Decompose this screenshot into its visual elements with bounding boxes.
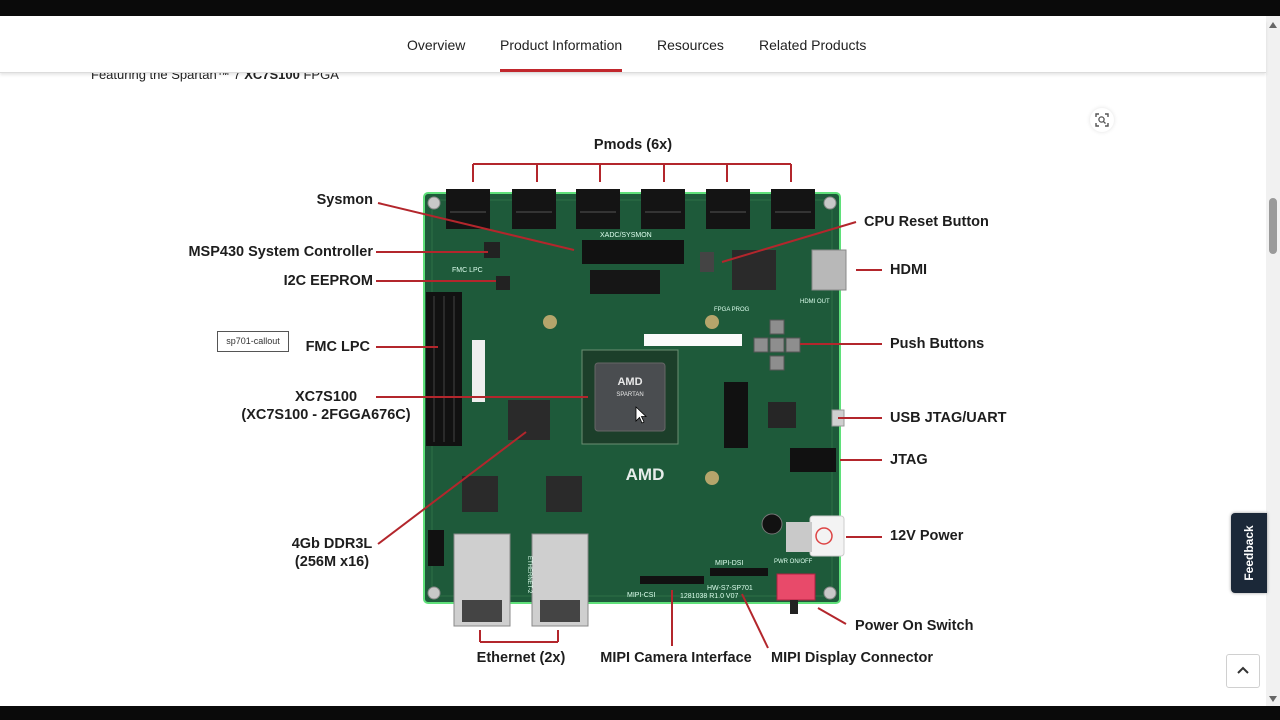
- label-jtag: JTAG: [890, 452, 928, 468]
- zoom-icon[interactable]: [1090, 108, 1114, 132]
- image-tooltip: sp701-callout: [217, 331, 289, 352]
- label-ddr: 4Gb DDR3L: [291, 536, 373, 552]
- power-switch: [776, 573, 816, 601]
- label-ethernet: Ethernet (2x): [476, 650, 566, 666]
- hdmi-port: [811, 249, 847, 291]
- silk-board-id: HW-S7-SP701: [707, 585, 753, 592]
- silk-fmc: FMC LPC: [452, 267, 483, 274]
- label-msp430: MSP430 System Controller: [188, 244, 373, 260]
- label-power-switch: Power On Switch: [855, 618, 974, 634]
- silk-mipi-csi: MIPI-CSI: [627, 592, 655, 599]
- label-fpga: XC7S100: [294, 389, 358, 405]
- label-push-buttons: Push Buttons: [890, 336, 985, 352]
- feedback-button[interactable]: Feedback: [1231, 513, 1267, 593]
- back-to-top-button[interactable]: [1226, 654, 1260, 688]
- label-12v-power: 12V Power: [890, 528, 964, 544]
- tab-related-products[interactable]: Related Products: [759, 37, 867, 53]
- label-i2c-eeprom: I2C EEPROM: [283, 273, 373, 289]
- label-ddr-size: (256M x16): [294, 554, 370, 570]
- feedback-label: Feedback: [1242, 525, 1256, 581]
- label-hdmi: HDMI: [890, 262, 928, 278]
- label-fpga-part: (XC7S100 - 2FGGA676C): [241, 407, 411, 423]
- label-mipi-camera: MIPI Camera Interface: [600, 650, 752, 666]
- pmod-connectors: [446, 189, 815, 229]
- fpga-chip: [594, 362, 666, 432]
- board-brand: AMD: [626, 465, 665, 484]
- silk-serial: 1281038 R1.0 V07: [680, 593, 738, 600]
- label-usb-jtag: USB JTAG/UART: [890, 410, 1007, 426]
- tab-overview[interactable]: Overview: [407, 37, 466, 53]
- silk-mipi-dsi: MIPI-DSI: [715, 560, 743, 567]
- chevron-up-icon: [1237, 666, 1249, 674]
- chip-family: SPARTAN: [616, 392, 643, 398]
- scroll-up-icon[interactable]: [1269, 22, 1277, 28]
- silk-hdmi: HDMI OUT: [800, 299, 830, 305]
- top-black-bar: [0, 0, 1280, 16]
- scroll-thumb[interactable]: [1269, 198, 1277, 254]
- bottom-black-bar: [0, 706, 1280, 720]
- label-sysmon: Sysmon: [316, 192, 373, 208]
- label-mipi-display: MIPI Display Connector: [771, 650, 933, 666]
- silk-fpga-prog: FPGA PROG: [714, 307, 750, 313]
- scroll-down-icon[interactable]: [1269, 696, 1277, 702]
- product-subnav: Overview Product Information Resources R…: [0, 20, 1266, 73]
- page-scrollbar[interactable]: [1266, 16, 1280, 706]
- label-fmc-lpc: FMC LPC: [305, 339, 370, 355]
- silk-xadc: XADC/SYSMON: [600, 232, 652, 239]
- silk-eth2: ETHERNET-2: [526, 556, 532, 594]
- tab-product-information[interactable]: Product Information: [500, 20, 623, 72]
- mouse-cursor-icon: [635, 406, 648, 424]
- tab-resources[interactable]: Resources: [657, 37, 724, 53]
- label-cpu-reset: CPU Reset Button: [864, 214, 989, 230]
- chip-brand: AMD: [617, 376, 642, 388]
- silk-pwr: PWR ON/OFF: [774, 559, 813, 565]
- label-pmods: Pmods (6x): [593, 137, 673, 153]
